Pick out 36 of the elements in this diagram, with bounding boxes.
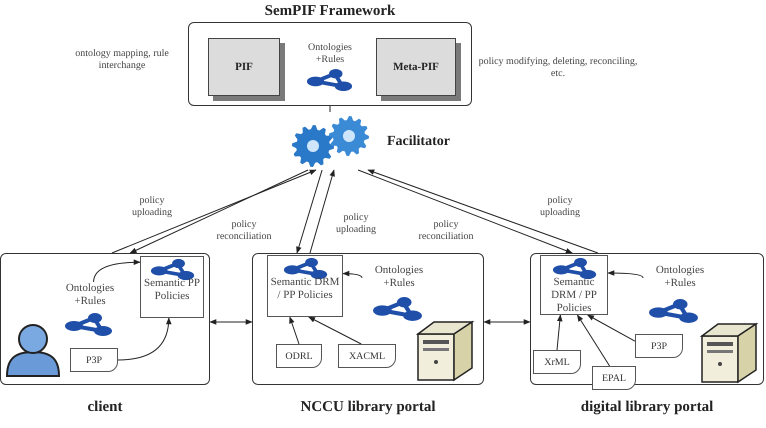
document-tag: XrML [533, 350, 581, 374]
node-label: Ontologies +Rules [643, 264, 717, 292]
arrow [607, 270, 644, 278]
document-tag: EPAL [592, 366, 636, 390]
arrow [342, 270, 362, 278]
document-label: Semantic DRM / PP Policies [270, 276, 340, 302]
arrow [289, 316, 300, 344]
node-label: Ontologies +Rules [54, 282, 126, 310]
annotation-text: ontology mapping, rule interchange [74, 48, 170, 72]
arrow [118, 317, 172, 360]
panel-title: client [86, 398, 124, 416]
annotation-text: Ontologies +Rules [307, 42, 353, 66]
document-tag: XACML [338, 344, 396, 368]
arrow [483, 319, 531, 325]
policy-document [540, 255, 608, 315]
node-label: Facilitator [387, 132, 450, 150]
arrow [93, 260, 141, 282]
arrow [296, 170, 323, 254]
panel-title: SemPIF Framework [264, 2, 396, 20]
document-tag: ODRL [276, 344, 322, 368]
arrow [586, 314, 636, 342]
node-label: Ontologies +Rules [362, 264, 436, 292]
policy-document [140, 256, 204, 318]
document-tag: P3P [635, 334, 683, 358]
arrow [310, 169, 335, 254]
panel-title: NCCU library portal [300, 398, 436, 416]
arrow [556, 314, 563, 350]
arrow [209, 319, 253, 325]
document-label: Semantic DRM / PP Policies [550, 276, 598, 315]
document-tag: P3P [70, 348, 118, 372]
document-label: Semantic PP Policies [143, 277, 201, 303]
policy-document [267, 255, 343, 317]
panel-title: digital library portal [580, 398, 714, 416]
arrow [576, 314, 610, 366]
annotation-text: policy modifying, deleting, reconciling, etc. [478, 56, 638, 80]
arrow [308, 316, 362, 344]
